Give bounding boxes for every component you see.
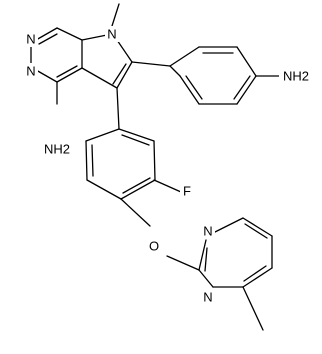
atom-nh2-phenyl: NH2 [279,68,313,84]
atom-labels: N N N NH2 NH2 F O N [24,26,313,305]
svg-text:N: N [26,64,35,79]
atom-n-pyrimidine-b: N [201,289,215,305]
svg-text:NH2: NH2 [44,142,70,157]
atom-f: F [180,183,194,199]
svg-text:N: N [107,27,116,42]
svg-text:F: F [183,184,191,199]
bond-lines [30,3,283,331]
atom-o: O [147,238,161,254]
svg-text:N: N [203,224,212,239]
svg-text:NH2: NH2 [283,69,309,84]
atom-n1: N [24,31,38,47]
svg-text:O: O [149,239,159,254]
atom-n-pyrimidine-a: N [201,223,215,239]
atom-n3: N [24,63,38,79]
atom-n7: N [105,26,119,42]
atom-nh2-pyrimidine: NH2 [42,141,72,157]
svg-text:N: N [203,290,212,305]
svg-text:N: N [26,32,35,47]
